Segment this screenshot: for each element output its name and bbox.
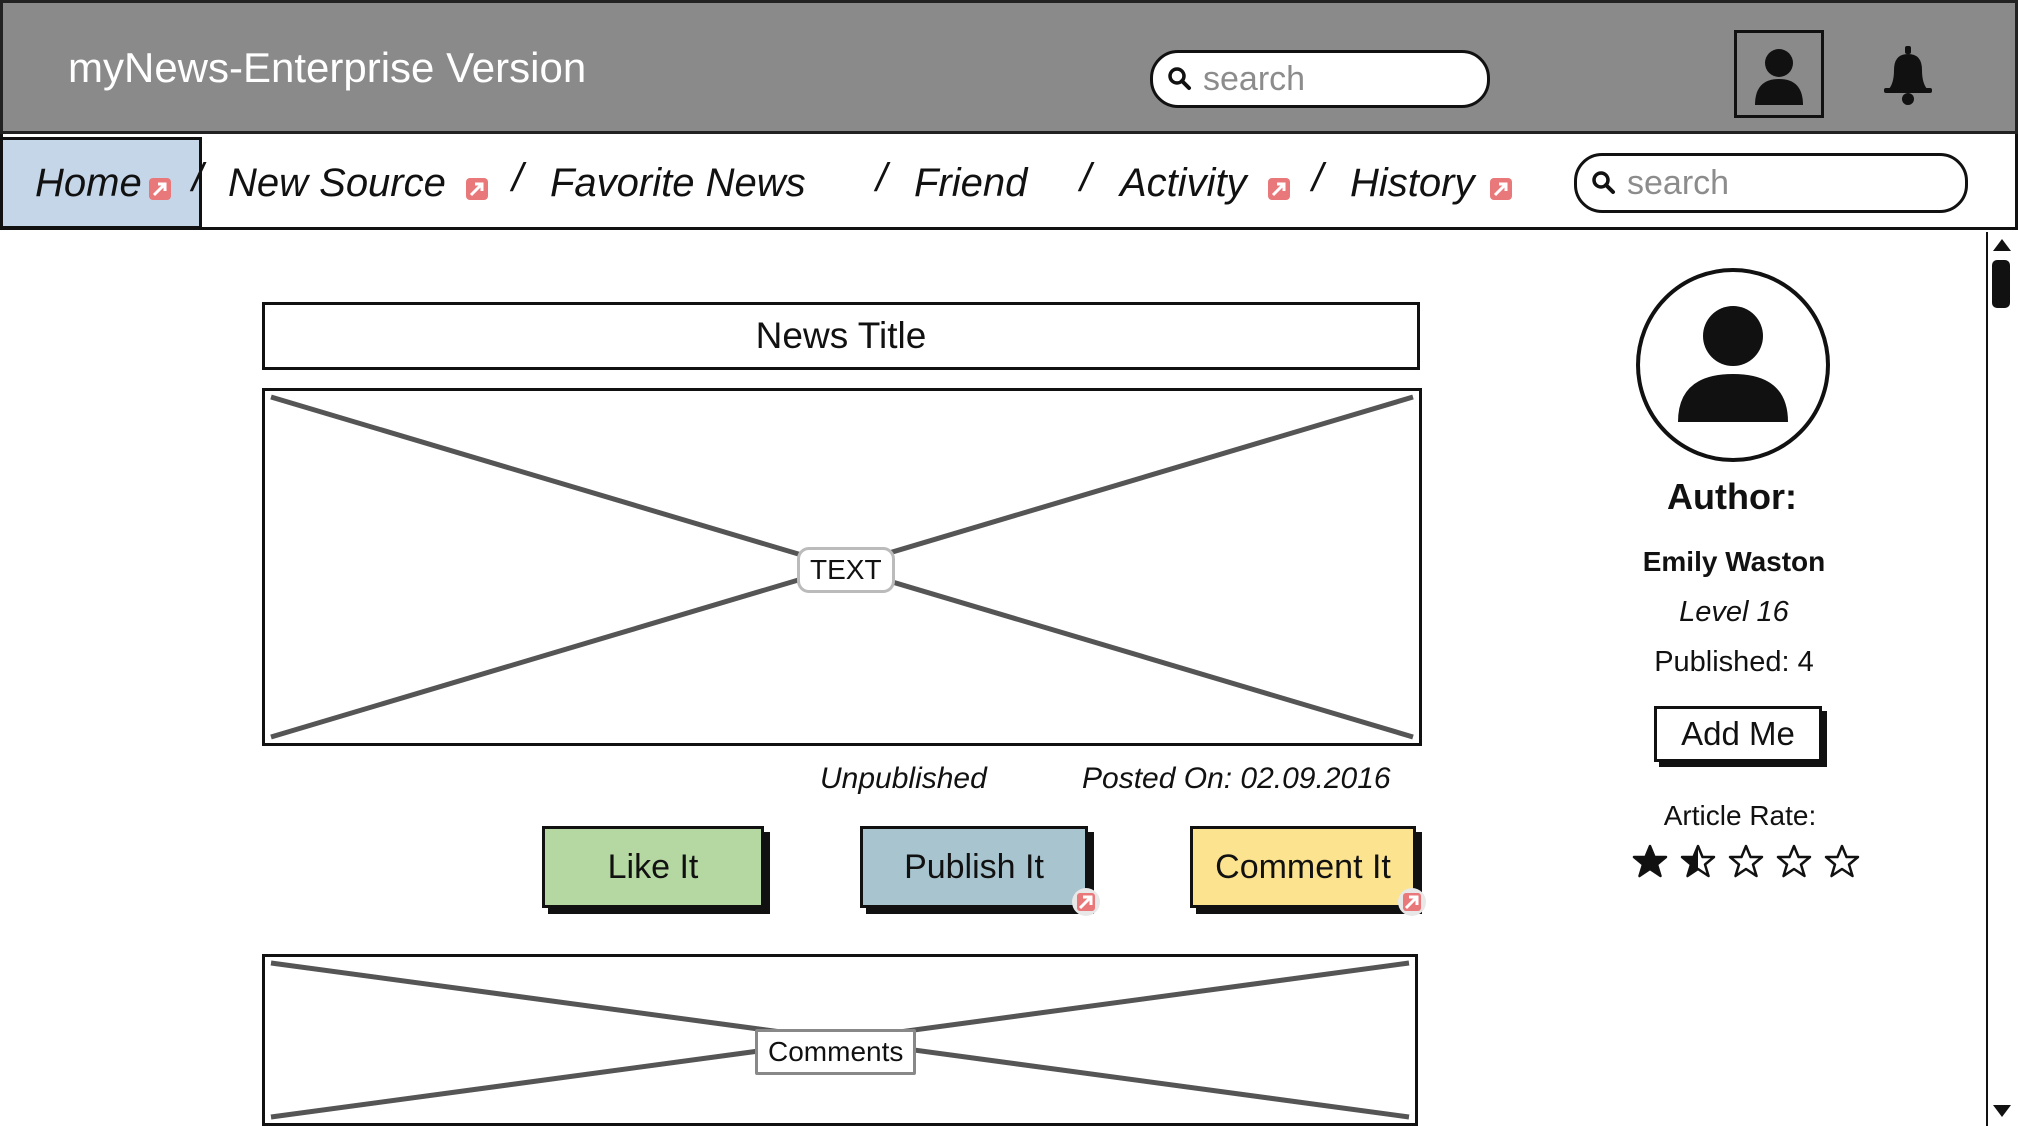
link-arrow-icon xyxy=(1268,178,1290,200)
scroll-up-arrow-icon[interactable] xyxy=(1990,236,2014,254)
notifications-button[interactable] xyxy=(1880,44,1936,106)
article-rate-label: Article Rate: xyxy=(1663,800,1817,831)
search-placeholder: search xyxy=(1203,59,1306,98)
author-avatar xyxy=(1636,268,1830,462)
link-arrow-icon xyxy=(149,178,171,200)
author-name: Emily Waston xyxy=(1642,546,1826,577)
star-icon[interactable] xyxy=(1680,844,1716,880)
author-heading: Author: xyxy=(1667,476,1797,517)
nav-label: Home xyxy=(35,160,142,205)
nav-item-new-source[interactable]: New Source xyxy=(228,150,488,216)
article-rating[interactable] xyxy=(1632,844,1872,888)
search-icon xyxy=(1592,171,1615,194)
author-published-count: Published: 4 xyxy=(1654,646,1814,678)
nav-separator: / xyxy=(876,156,888,200)
publish-status: Unpublished xyxy=(820,762,987,795)
link-arrow-icon xyxy=(1072,888,1100,916)
top-bar xyxy=(0,0,2018,134)
publish-button[interactable]: Publish It xyxy=(860,826,1100,916)
comments-label: Comments xyxy=(755,1029,917,1075)
like-button-label: Like It xyxy=(607,847,699,886)
image-label: TEXT xyxy=(797,547,895,593)
nav-separator: / xyxy=(1312,156,1324,200)
header-search-input[interactable]: search xyxy=(1150,50,1490,108)
nav-item-history[interactable]: History xyxy=(1350,150,1512,216)
comment-button[interactable]: Comment It xyxy=(1190,826,1426,916)
star-icon[interactable] xyxy=(1824,844,1860,880)
comment-button-label: Comment It xyxy=(1215,847,1391,886)
user-icon xyxy=(1755,49,1803,105)
nav-label: Favorite News xyxy=(550,160,806,205)
app-title: myNews-Enterprise Version xyxy=(68,44,587,91)
star-icon[interactable] xyxy=(1776,844,1812,880)
nav-label: Friend xyxy=(914,160,1028,205)
nav-separator: / xyxy=(192,156,204,200)
profile-button[interactable] xyxy=(1734,30,1824,118)
nav-label: Activity xyxy=(1120,160,1247,205)
nav-separator: / xyxy=(512,156,524,200)
nav-separator: / xyxy=(1080,156,1092,200)
search-placeholder: search xyxy=(1627,163,1730,202)
link-arrow-icon xyxy=(1490,178,1512,200)
add-me-label: Add Me xyxy=(1681,715,1795,752)
scroll-thumb[interactable] xyxy=(1992,260,2010,308)
news-title: News Title xyxy=(262,302,1420,370)
posted-date: Posted On: 02.09.2016 xyxy=(1082,762,1391,795)
vertical-scrollbar[interactable] xyxy=(1986,232,2018,1126)
bell-icon xyxy=(1884,46,1932,105)
nav-label: New Source xyxy=(228,160,446,205)
link-arrow-icon xyxy=(1398,888,1426,916)
nav-item-home[interactable]: Home xyxy=(0,137,202,229)
star-icon[interactable] xyxy=(1728,844,1764,880)
link-arrow-icon xyxy=(466,178,488,200)
nav-search-input[interactable]: search xyxy=(1574,153,1968,213)
scroll-down-arrow-icon[interactable] xyxy=(1990,1102,2014,1120)
add-me-button[interactable]: Add Me xyxy=(1654,706,1822,762)
user-icon xyxy=(1678,306,1788,422)
author-level: Level 16 xyxy=(1679,596,1789,628)
publish-button-label: Publish It xyxy=(904,847,1044,886)
star-icon[interactable] xyxy=(1632,844,1668,880)
like-button[interactable]: Like It xyxy=(542,826,764,908)
nav-item-favorite-news[interactable]: Favorite News xyxy=(550,150,806,216)
news-image-placeholder: TEXT xyxy=(262,388,1422,746)
search-icon xyxy=(1168,67,1191,90)
comments-placeholder: Comments xyxy=(262,954,1418,1126)
nav-item-friend[interactable]: Friend xyxy=(914,150,1027,216)
nav-item-activity[interactable]: Activity xyxy=(1120,150,1290,216)
nav-label: History xyxy=(1350,160,1475,205)
